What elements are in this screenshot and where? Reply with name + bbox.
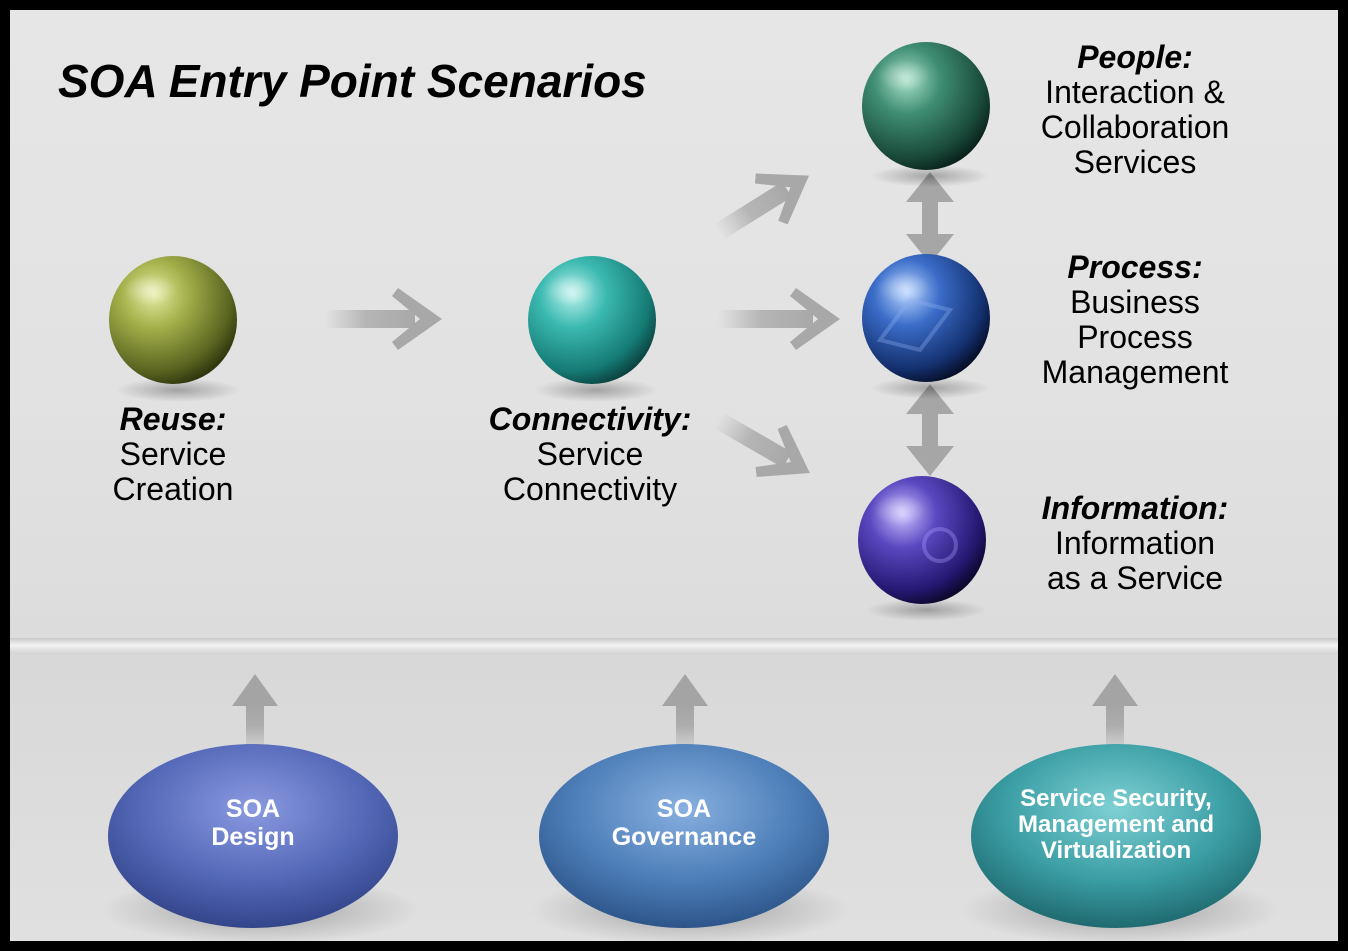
- people-line-1: Interaction &: [1045, 74, 1225, 110]
- connectivity-line-2: Connectivity: [502, 471, 678, 507]
- information-sphere: [858, 476, 986, 621]
- reuse-line-1: Service: [119, 436, 227, 472]
- process-label: Process: Business Process Management: [1010, 250, 1260, 390]
- soa-governance-line-2: Governance: [611, 823, 757, 851]
- band-divider: [10, 638, 1338, 654]
- diagram-canvas: SOA Entry Point Scenarios Reuse: Service…: [10, 10, 1338, 941]
- soa-design-label: SOA Design: [153, 795, 353, 851]
- arrow-connectivity-to-process: [718, 288, 840, 350]
- information-line-2: as a Service: [1046, 560, 1224, 596]
- soa-design-line-1: SOA: [225, 795, 281, 823]
- process-sphere: [862, 254, 990, 399]
- service-security-oval: [960, 744, 1280, 941]
- page-title: SOA Entry Point Scenarios: [58, 55, 647, 107]
- connectivity-label: Connectivity: Service Connectivity: [450, 402, 730, 507]
- information-line-1: Information: [1054, 525, 1216, 561]
- reuse-label: Reuse: Service Creation: [73, 402, 273, 507]
- connectivity-sphere: [528, 256, 658, 402]
- service-security-line-3: Virtualization: [1040, 837, 1192, 864]
- soa-design-oval: [100, 744, 420, 941]
- soa-design-line-2: Design: [211, 823, 295, 851]
- connectivity-line-1: Service: [536, 436, 644, 472]
- soa-governance-line-1: SOA: [656, 795, 712, 823]
- people-heading: People:: [1077, 39, 1193, 75]
- service-security-line-2: Management and: [1017, 811, 1215, 838]
- reuse-sphere: [109, 256, 240, 402]
- service-security-label: Service Security, Management and Virtual…: [986, 786, 1246, 864]
- information-label: Information: Information as a Service: [1010, 491, 1260, 596]
- process-heading: Process:: [1067, 249, 1203, 285]
- service-security-line-1: Service Security,: [1020, 785, 1212, 812]
- up-arrow-governance: [662, 674, 708, 756]
- arrow-connectivity-to-information: [713, 412, 810, 477]
- process-line-2: Process: [1077, 319, 1193, 355]
- people-line-2: Collaboration: [1040, 109, 1230, 145]
- arrow-connectivity-to-people: [714, 173, 810, 240]
- reuse-heading: Reuse:: [119, 401, 227, 437]
- reuse-line-2: Creation: [112, 471, 234, 507]
- information-heading: Information:: [1041, 490, 1229, 526]
- process-line-1: Business: [1070, 284, 1200, 320]
- people-sphere: [862, 42, 990, 187]
- arrow-reuse-to-connectivity: [325, 288, 442, 350]
- process-line-3: Management: [1041, 354, 1229, 390]
- people-line-3: Services: [1073, 144, 1197, 180]
- up-arrow-security: [1092, 674, 1138, 756]
- soa-governance-oval: [530, 744, 850, 941]
- soa-governance-label: SOA Governance: [574, 795, 794, 851]
- up-arrow-design: [232, 674, 278, 756]
- diagram-graphics: [100, 42, 1280, 941]
- connectivity-heading: Connectivity:: [488, 401, 692, 437]
- people-label: People: Interaction & Collaboration Serv…: [1010, 40, 1260, 180]
